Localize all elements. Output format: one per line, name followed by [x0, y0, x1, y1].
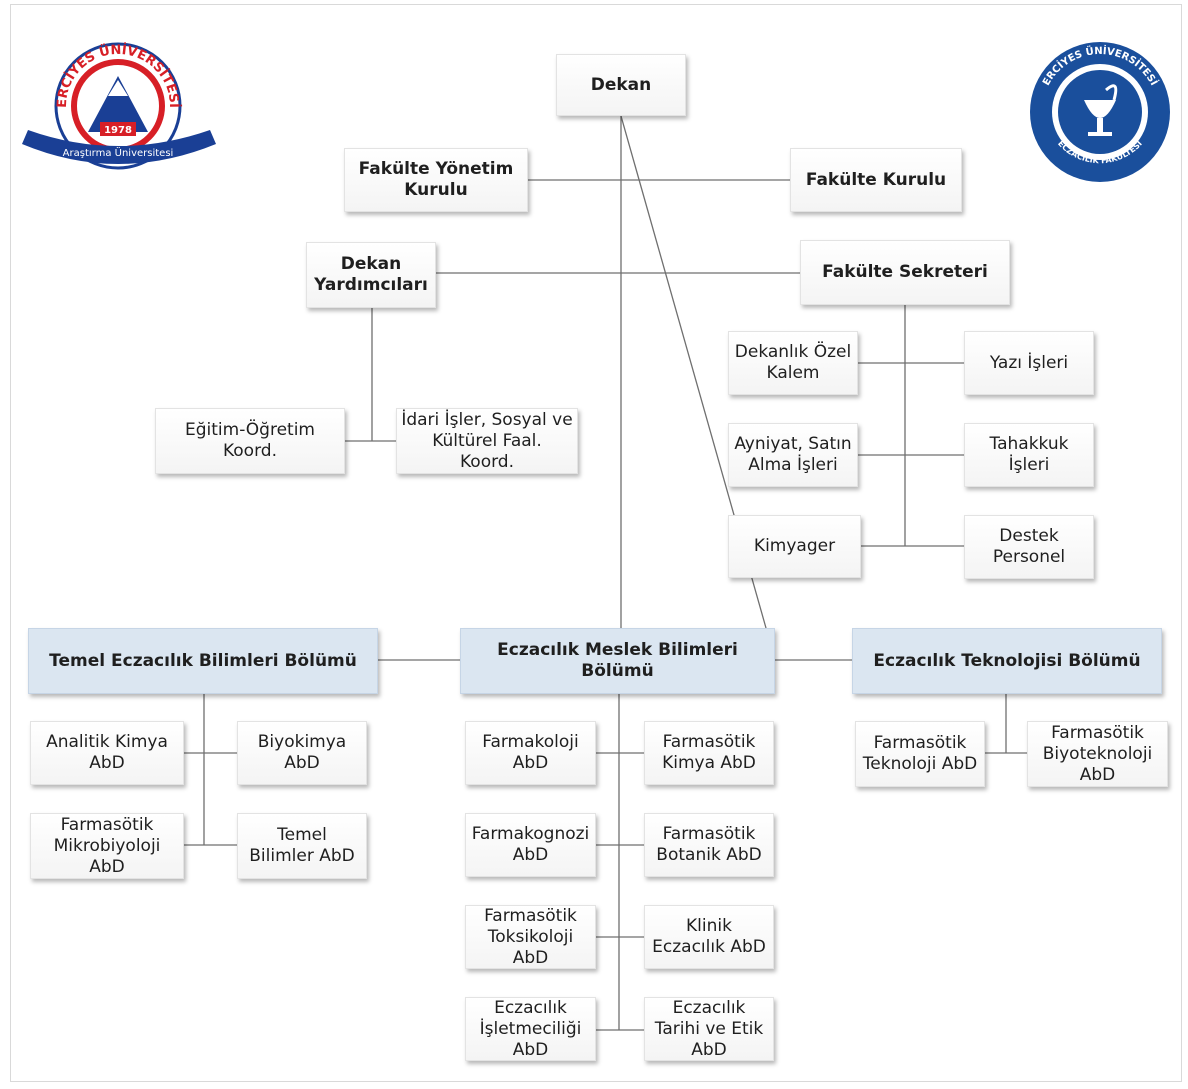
- farmasotik-botanik-box: Farmasötik Botanik AbD: [644, 813, 774, 877]
- farmasotik-teknoloji-box: Farmasötik Teknoloji AbD: [855, 721, 985, 787]
- tahakkuk-box: Tahakkuk İşleri: [964, 423, 1094, 487]
- temel-bilimler-box: Temel Bilimler AbD: [237, 813, 367, 879]
- svg-text:Araştırma Üniversitesi: Araştırma Üniversitesi: [63, 146, 174, 159]
- farmakoloji-box: Farmakoloji AbD: [465, 721, 596, 785]
- eczacilik-meslek-dept: Eczacılık Meslek Bilimleri Bölümü: [460, 628, 775, 694]
- klinik-eczacilik-box: Klinik Eczacılık AbD: [644, 905, 774, 969]
- fakulte-sekreteri-box: Fakülte Sekreteri: [800, 240, 1010, 305]
- ayniyat-box: Ayniyat, Satın Alma İşleri: [728, 423, 858, 487]
- dekanlik-ozel-kalem-box: Dekanlık Özel Kalem: [728, 331, 858, 395]
- farmasotik-biyoteknoloji-box: Farmasötik Biyoteknoloji AbD: [1027, 721, 1168, 787]
- analitik-kimya-box: Analitik Kimya AbD: [30, 721, 184, 785]
- dekan-yardimcilari-box: Dekan Yardımcıları: [306, 242, 436, 308]
- egitim-ogretim-box: Eğitim-Öğretim Koord.: [155, 408, 345, 474]
- erciyes-university-logo: 1978 ERCİYES ÜNİVERSİTESİ Araştırma Üniv…: [22, 42, 216, 170]
- temel-eczacilik-dept: Temel Eczacılık Bilimleri Bölümü: [28, 628, 378, 694]
- eczacilik-tarihi-etik-box: Eczacılık Tarihi ve Etik AbD: [644, 997, 774, 1061]
- farmasotik-mikrobiyoloji-box: Farmasötik Mikrobiyoloji AbD: [30, 813, 184, 879]
- idari-isler-box: İdari İşler, Sosyal ve Kültürel Faal. Ko…: [396, 408, 578, 474]
- fakulte-yonetim-kurulu-box: Fakülte Yönetim Kurulu: [344, 148, 528, 212]
- farmakognozi-box: Farmakognozi AbD: [465, 813, 596, 877]
- yazi-isleri-box: Yazı İşleri: [964, 331, 1094, 395]
- farmasotik-kimya-box: Farmasötik Kimya AbD: [644, 721, 774, 785]
- kimyager-box: Kimyager: [728, 515, 861, 578]
- destek-personel-box: Destek Personel: [964, 515, 1094, 579]
- farmasotik-toksikoloji-box: Farmasötik Toksikoloji AbD: [465, 905, 596, 969]
- page-frame: [10, 4, 1182, 1082]
- eczacilik-isletmeciligi-box: Eczacılık İşletmeciliği AbD: [465, 997, 596, 1061]
- biyokimya-box: Biyokimya AbD: [237, 721, 367, 785]
- faculty-of-pharmacy-logo: ERCİYES ÜNİVERSİTESİ ECZACILIK FAKÜLTESİ: [1030, 42, 1170, 182]
- eczacilik-teknolojisi-dept: Eczacılık Teknolojisi Bölümü: [852, 628, 1162, 694]
- fakulte-kurulu-box: Fakülte Kurulu: [790, 148, 962, 212]
- svg-text:1978: 1978: [104, 125, 132, 136]
- dekan-box: Dekan: [556, 54, 686, 116]
